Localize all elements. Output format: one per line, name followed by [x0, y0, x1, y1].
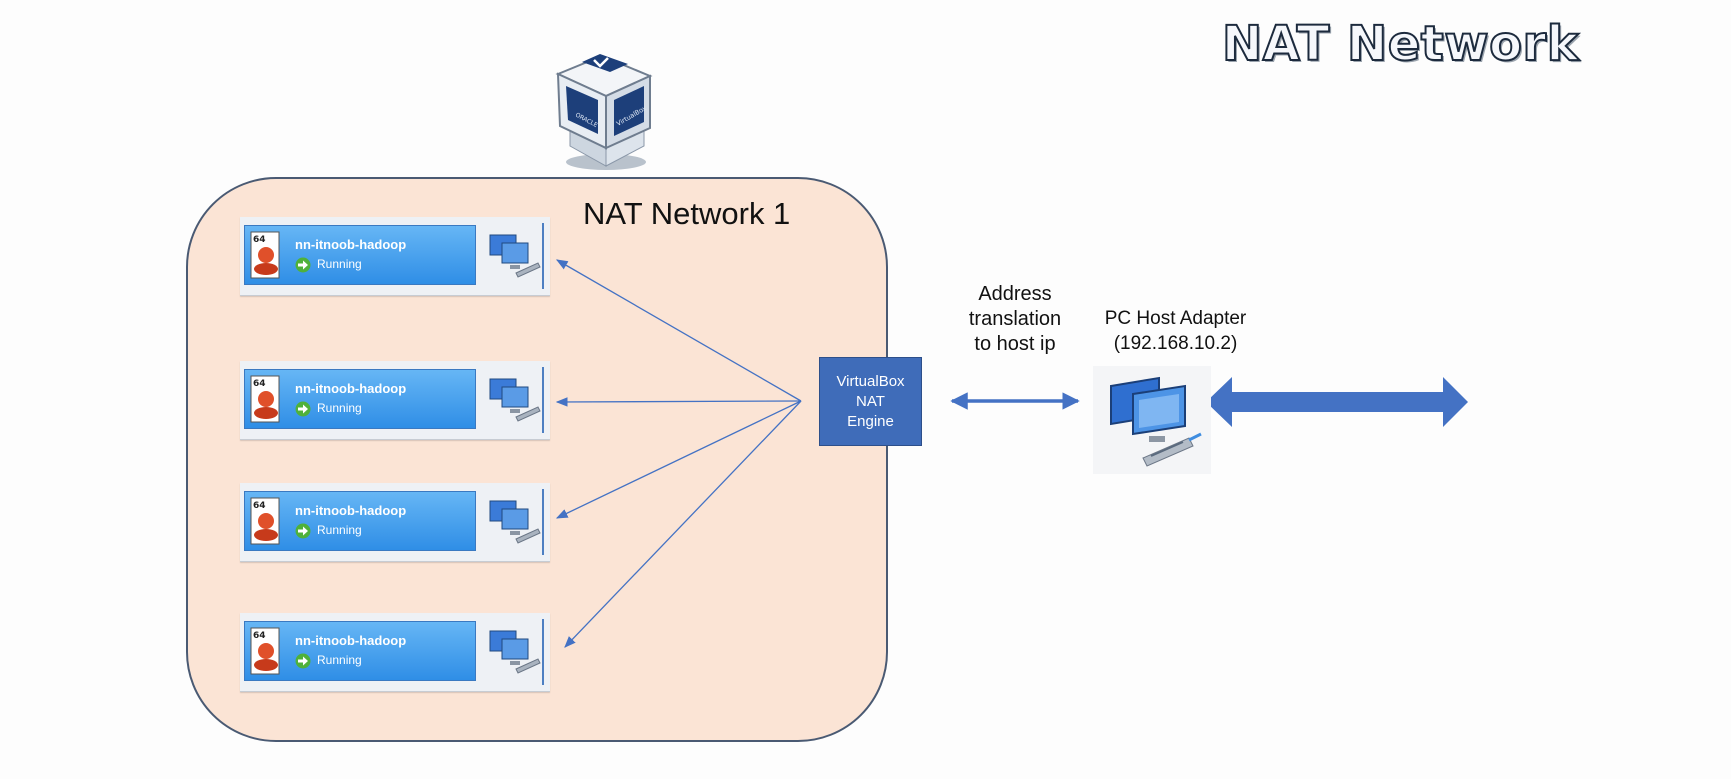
vm-entry-3[interactable]: 64 nn-itnoob-hadoop Running: [240, 483, 550, 562]
network-computers-icon: [489, 500, 541, 544]
network-computers-icon: [489, 630, 541, 674]
address-translation-label: Address translation to host ip: [950, 282, 1080, 357]
vm-edge: [542, 619, 544, 685]
running-arrow-icon: [295, 257, 311, 273]
vm4-link-arrow: [564, 400, 802, 648]
host-adapter-label: PC Host Adapter (192.168.10.2): [1088, 306, 1263, 356]
vm-status: Running: [317, 401, 362, 415]
nat-network-label: NAT Network 1: [583, 196, 791, 231]
running-arrow-icon: [295, 401, 311, 417]
vm-badge-text: 64: [253, 501, 266, 511]
vm-edge: [542, 489, 544, 555]
vm3-link-arrow: [555, 400, 802, 519]
vm-selection-bar: 64 nn-itnoob-hadoop Running: [244, 621, 476, 681]
vm-entry-1[interactable]: 64 nn-itnoob-hadoop Running: [240, 217, 550, 296]
vm-name: nn-itnoob-hadoop: [295, 381, 407, 396]
engine-label-line2: NAT: [856, 392, 885, 410]
page-title: NAT Network: [1221, 15, 1580, 73]
vm-badge-text: 64: [253, 631, 266, 641]
vm-os-icon: 64: [250, 627, 280, 675]
vm-name: nn-itnoob-hadoop: [295, 633, 407, 648]
translation-line1: Address: [978, 283, 1052, 305]
vm-name: nn-itnoob-hadoop: [295, 503, 407, 518]
vm-name: nn-itnoob-hadoop: [295, 237, 407, 252]
vm2-link-arrow: [555, 397, 802, 407]
external-network-arrow: [1206, 377, 1468, 427]
nat-engine-box: VirtualBox NAT Engine: [819, 357, 922, 446]
engine-label-line1: VirtualBox: [836, 372, 905, 390]
host-label-line1: PC Host Adapter: [1104, 308, 1247, 329]
vm-badge-text: 64: [253, 235, 266, 245]
translation-line3: to host ip: [974, 333, 1056, 355]
vm-status: Running: [317, 257, 362, 271]
vm-selection-bar: 64 nn-itnoob-hadoop Running: [244, 369, 476, 429]
vm-os-icon: 64: [250, 231, 280, 279]
vm1-link-arrow: [555, 259, 802, 402]
virtualbox-cube-icon: ORACLE VirtualBox: [555, 54, 653, 170]
translation-line2: translation: [968, 308, 1062, 330]
host-adapter-icon: [1093, 366, 1211, 474]
vm-edge: [542, 367, 544, 433]
host-label-line2: (192.168.10.2): [1113, 333, 1238, 354]
running-arrow-icon: [295, 653, 311, 669]
vm-entry-4[interactable]: 64 nn-itnoob-hadoop Running: [240, 613, 550, 692]
vm-badge-text: 64: [253, 379, 266, 389]
vm-edge: [542, 223, 544, 289]
vm-os-icon: 64: [250, 497, 280, 545]
vm-status: Running: [317, 653, 362, 667]
network-computers-icon: [489, 234, 541, 278]
vm-entry-2[interactable]: 64 nn-itnoob-hadoop Running: [240, 361, 550, 440]
vm-selection-bar: 64 nn-itnoob-hadoop Running: [244, 225, 476, 285]
network-computers-icon: [489, 378, 541, 422]
running-arrow-icon: [295, 523, 311, 539]
vm-os-icon: 64: [250, 375, 280, 423]
vm-selection-bar: 64 nn-itnoob-hadoop Running: [244, 491, 476, 551]
engine-label-line3: Engine: [847, 412, 894, 430]
vm-status: Running: [317, 523, 362, 537]
